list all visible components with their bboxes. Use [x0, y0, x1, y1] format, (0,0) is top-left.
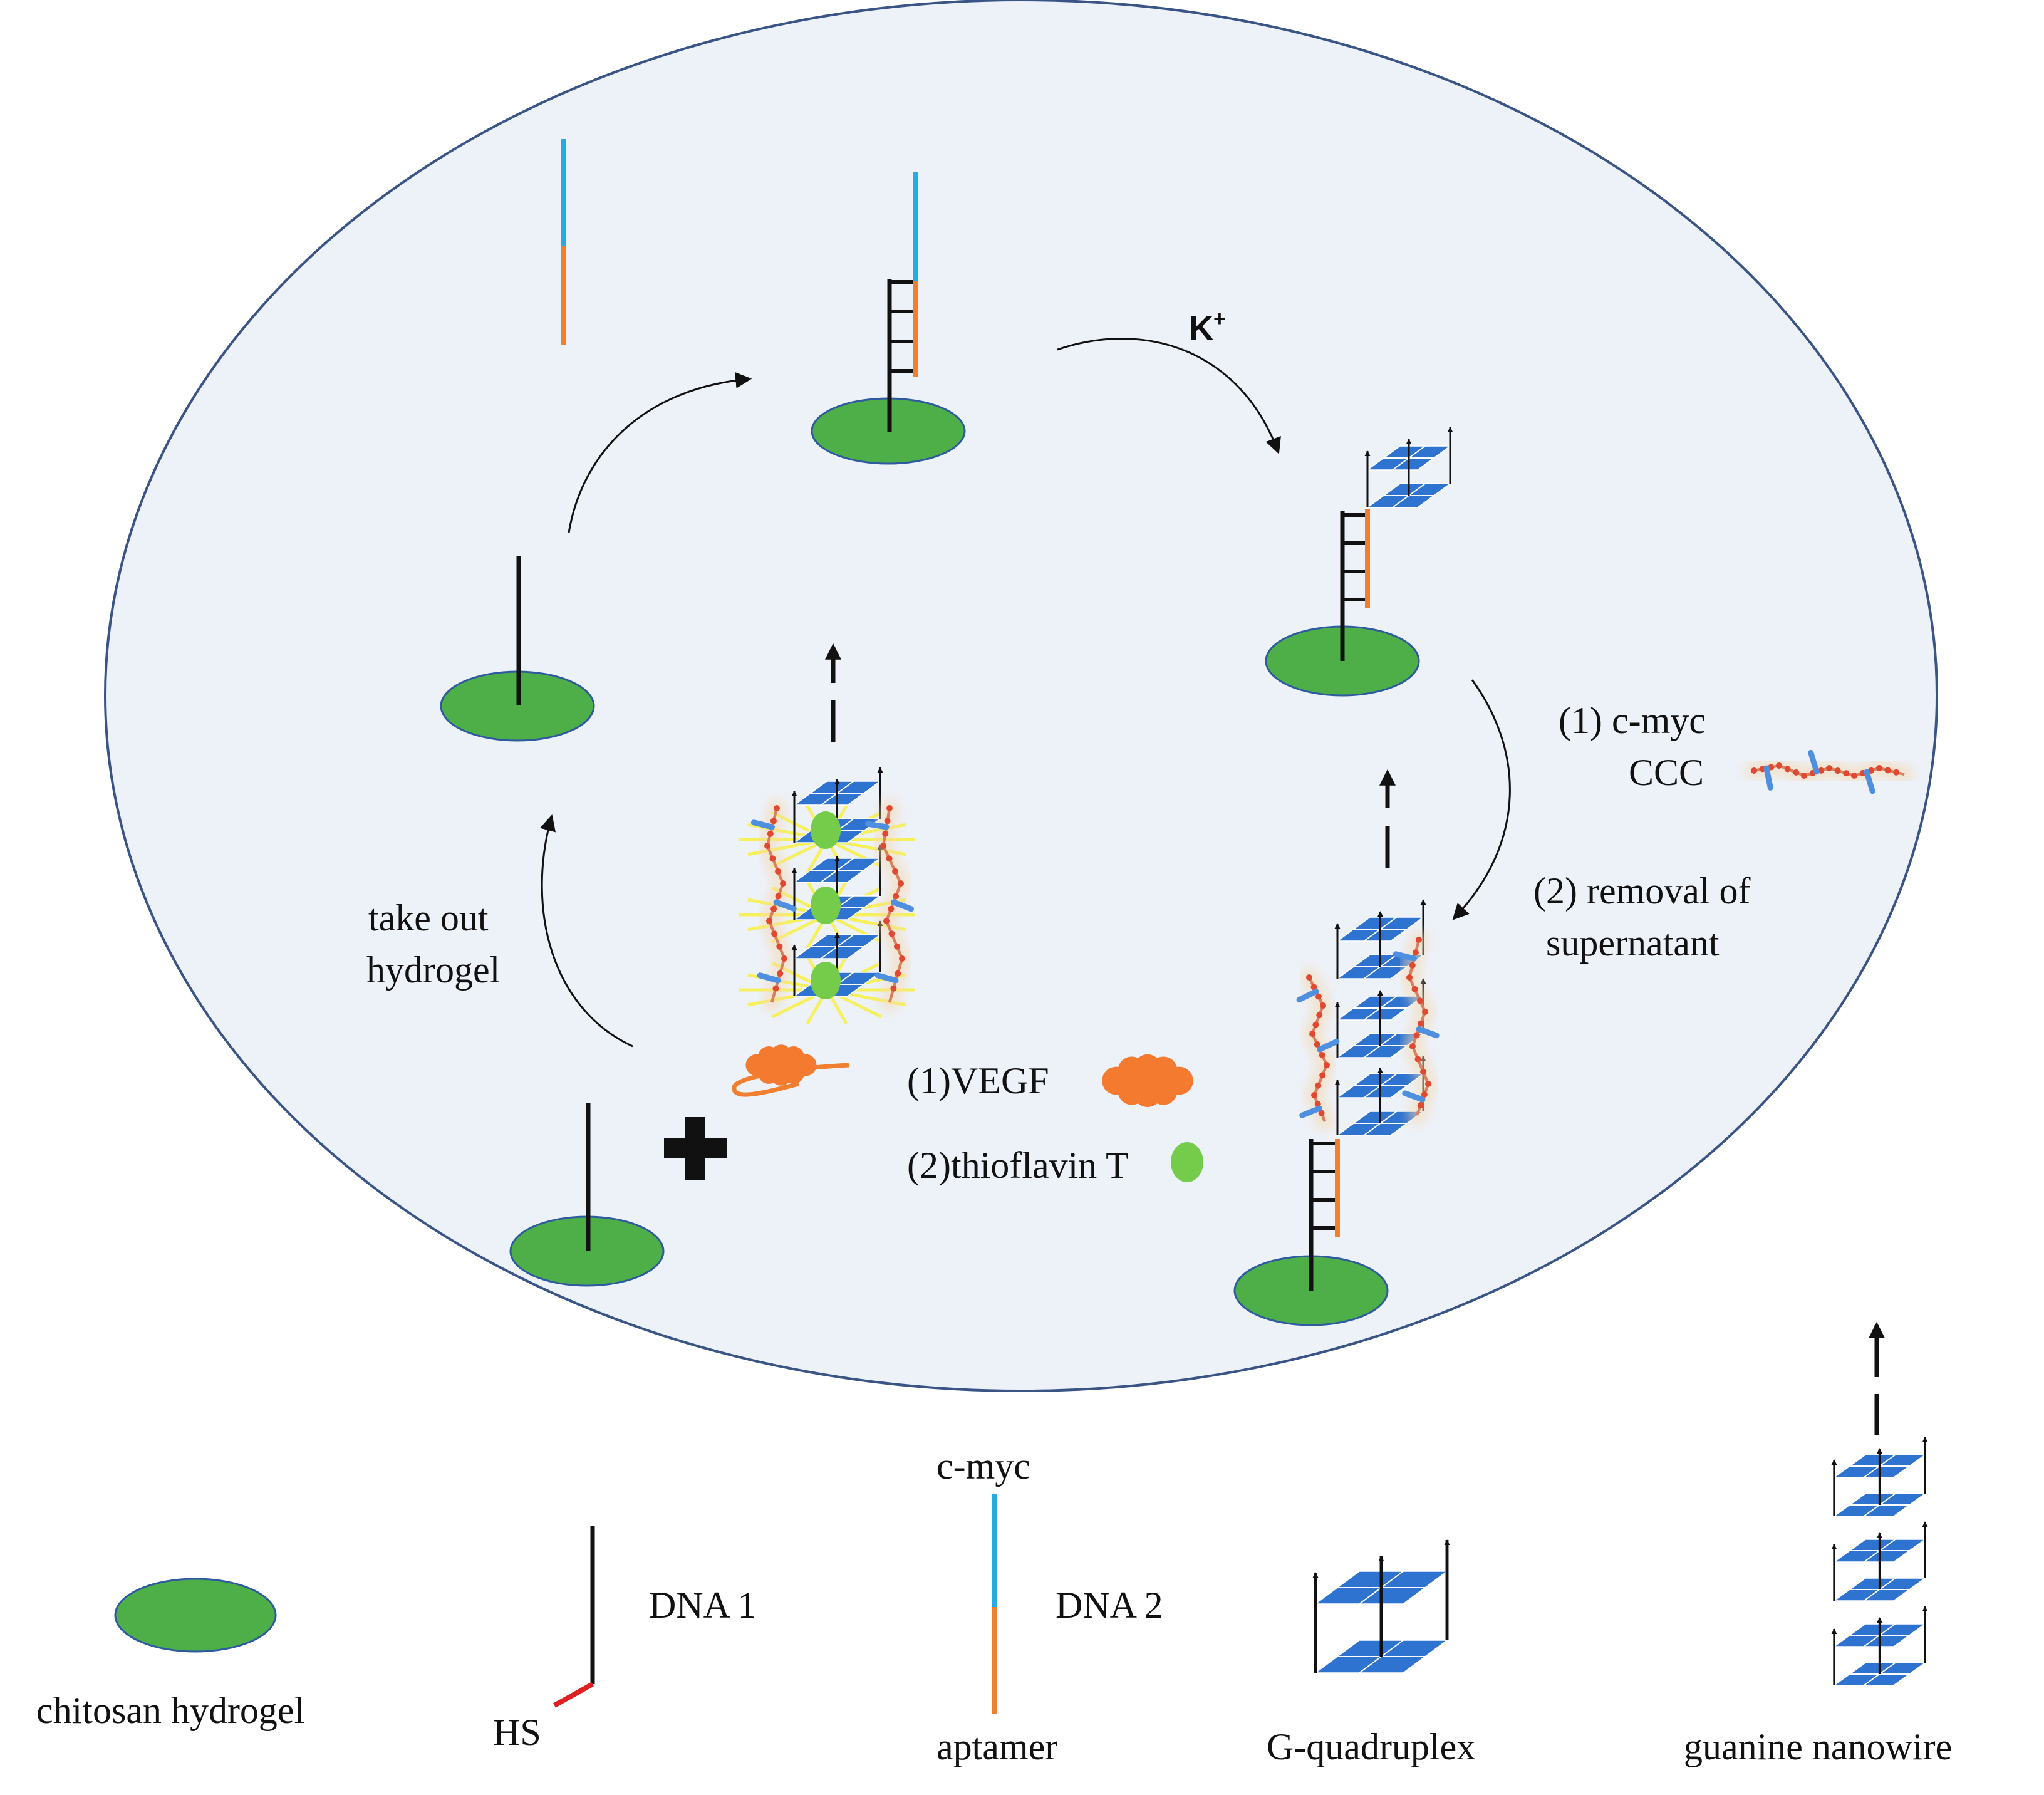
plus-sign — [664, 1117, 727, 1180]
process-arrows — [539, 338, 1511, 1048]
legend-cmyc-label: c-myc — [936, 1445, 1030, 1487]
hydrogel-dna1-left — [440, 556, 595, 742]
legend-nanowire-icon — [1831, 1437, 1928, 1686]
thioflavin-t-icon — [1171, 1142, 1203, 1182]
thioflavin-label: (2)thioflavin T — [907, 1145, 1129, 1186]
legend: chitosan hydrogel HS DNA 1 c-myc DNA 2 a… — [36, 1321, 1952, 1767]
k-plus-label: K+ — [1189, 307, 1226, 347]
legend-aptamer-label: aptamer — [936, 1726, 1057, 1767]
guanine-nanowire-bound — [1296, 899, 1440, 1136]
legend-gquad-label: G-quadruplex — [1267, 1726, 1475, 1767]
reaction-vessel — [104, 0, 1938, 1392]
hydrogel-dna1-dna2-hybrid — [811, 172, 966, 465]
take-out-label-2: hydrogel — [366, 949, 500, 991]
legend-hs-label: HS — [493, 1712, 541, 1753]
vegf-label: (1)VEGF — [907, 1060, 1049, 1101]
ccc-molecule-icon — [1745, 749, 1914, 794]
legend-chitosan-label: chitosan hydrogel — [36, 1690, 304, 1731]
cmyc-ccc-label-1: (1) c-myc — [1559, 700, 1706, 741]
vegf-protein — [745, 1044, 817, 1086]
legend-g-quadruplex-icon — [1312, 1539, 1450, 1673]
hydrogel-gquadruplex — [1265, 427, 1453, 697]
g-quadruplex-small — [1364, 427, 1453, 508]
removal-label-1: (2) removal of — [1533, 870, 1751, 912]
legend-dna1-label: DNA 1 — [649, 1584, 757, 1626]
hydrogel-nanowire — [1233, 899, 1440, 1326]
legend-chitosan-icon — [114, 1578, 277, 1653]
legend-dna2-label: DNA 2 — [1056, 1584, 1163, 1626]
hydrogel-dna1-bottom — [509, 1103, 665, 1287]
cmyc-ccc-label-2: CCC — [1629, 752, 1704, 793]
nanowire-vegf-complex — [732, 767, 915, 1097]
take-out-label-1: take out — [368, 897, 489, 939]
vegf-icon — [1102, 1054, 1193, 1108]
legend-nanowire-label: guanine nanowire — [1684, 1726, 1952, 1767]
removal-label-2: supernatant — [1546, 922, 1720, 964]
